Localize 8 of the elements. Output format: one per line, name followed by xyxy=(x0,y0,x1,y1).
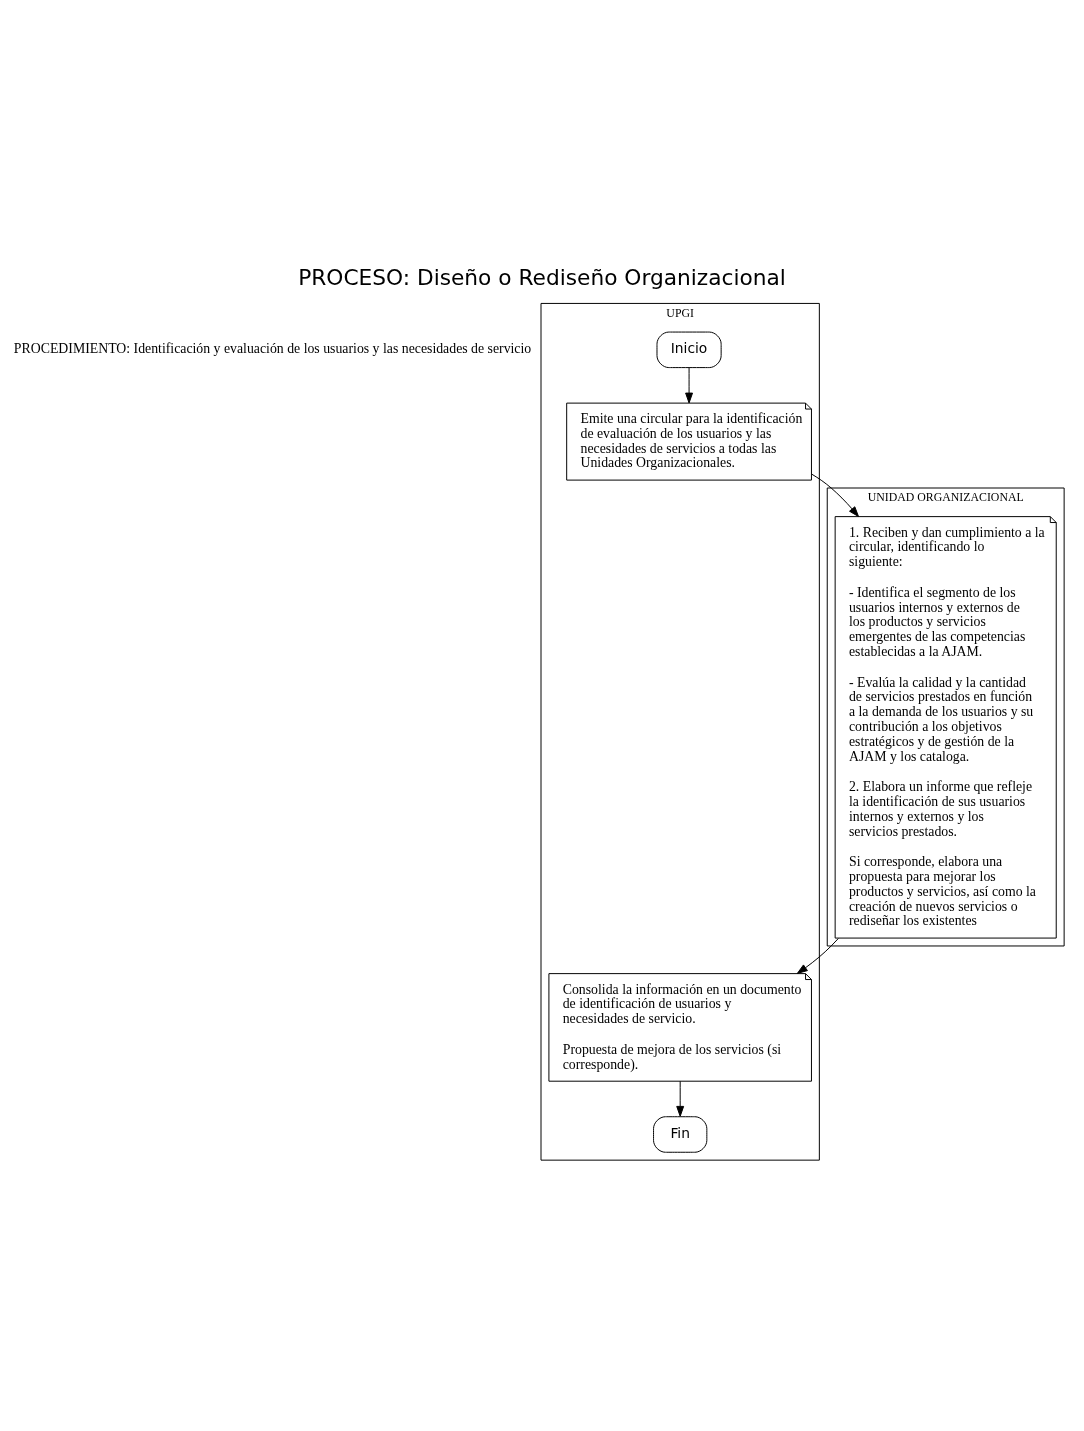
label: PROCEDIMIENTO: Identificación y evaluación de los usuarios y las necesidades de servicio xyxy=(13,340,532,356)
arrow xyxy=(811,473,860,517)
arrow xyxy=(676,1080,685,1117)
diagram-title: PROCESO: Diseño o Rediseño Organizacional xyxy=(298,264,786,290)
arrow xyxy=(685,366,693,403)
arrow xyxy=(796,937,839,974)
node-box: Fin xyxy=(653,1115,708,1153)
node-box: Inicio xyxy=(656,331,722,368)
